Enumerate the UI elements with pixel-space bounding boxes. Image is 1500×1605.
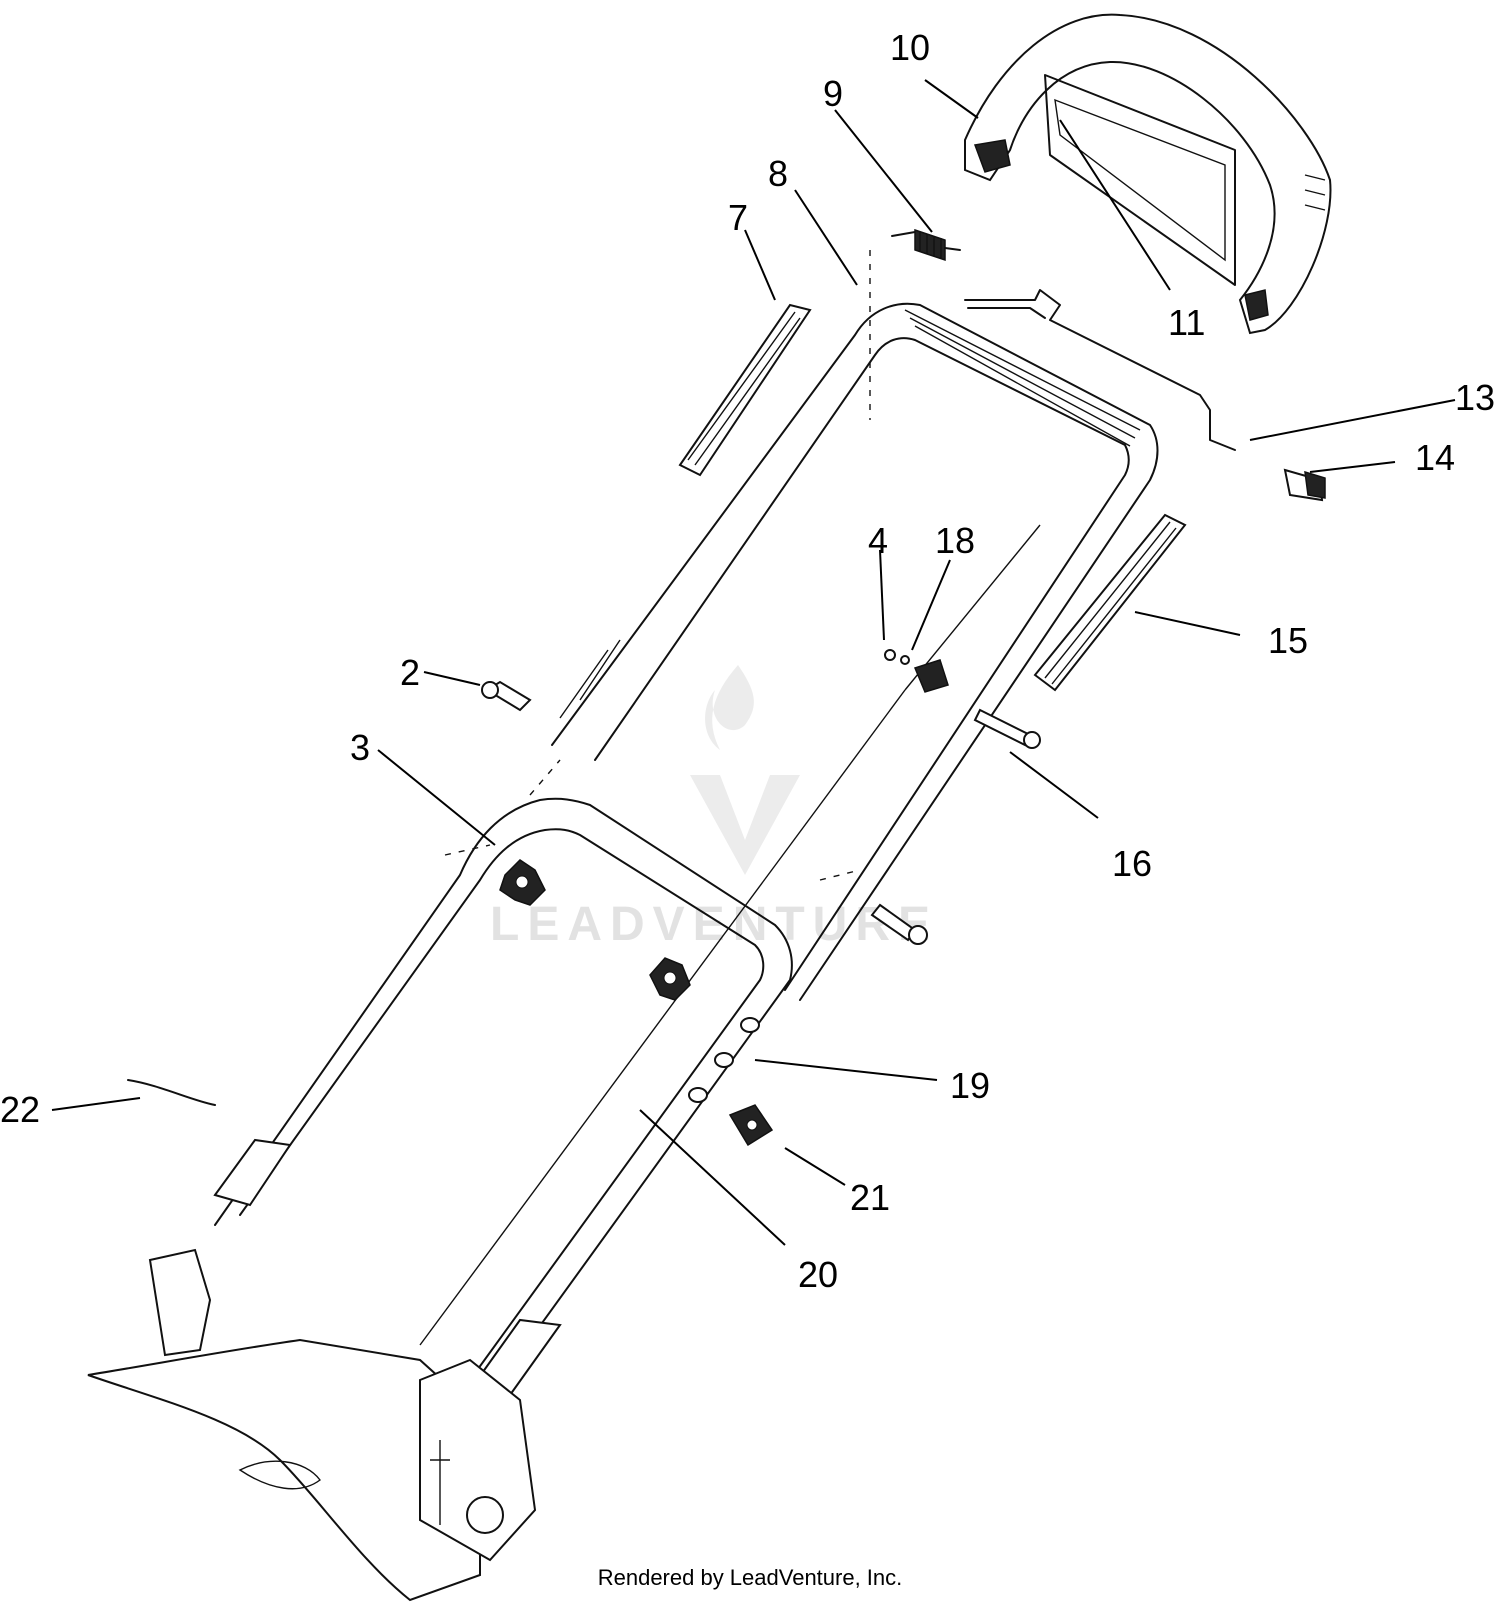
callout-2: 2 [400, 652, 420, 693]
callout-21: 21 [850, 1177, 890, 1218]
handle-knob-left [499, 859, 546, 906]
callout-16: 16 [1112, 843, 1152, 884]
mower-deck [87, 1248, 537, 1602]
callout-18: 18 [935, 520, 975, 561]
callout-labels: 2 3 4 7 8 9 10 11 13 14 15 16 18 19 20 2… [0, 27, 1495, 1295]
grip-sleeve-right [1033, 513, 1187, 692]
lower-handle [213, 797, 793, 1397]
nut-washer [884, 649, 910, 665]
render-credit: Rendered by LeadVenture, Inc. [597, 1565, 903, 1590]
callout-11: 11 [1168, 302, 1205, 343]
callout-10: 10 [890, 27, 930, 68]
leader-lines [51, 79, 1456, 1246]
bolt-right [973, 708, 1041, 749]
bail-rod [964, 289, 1236, 451]
handle-grip [964, 13, 1332, 335]
callout-8: 8 [768, 153, 788, 194]
washers [688, 1017, 760, 1103]
callout-14: 14 [1415, 437, 1455, 478]
spring [891, 228, 961, 262]
cable-guide [913, 659, 949, 693]
callout-4: 4 [868, 520, 888, 561]
grip-sleeve-left [678, 303, 812, 477]
control-cable [127, 524, 1041, 1346]
callout-7: 7 [728, 197, 748, 238]
callout-19: 19 [950, 1065, 990, 1106]
bail-end-cap [1283, 468, 1326, 502]
watermark-brand: LEADVENTURE [490, 898, 938, 951]
bolt-lower [870, 903, 928, 945]
handle-bracket [728, 1104, 774, 1147]
handle-knob-center [649, 957, 691, 1001]
callout-15: 15 [1268, 620, 1308, 661]
upper-handle [551, 302, 1159, 1001]
watermark: LEADVENTURE [490, 665, 938, 951]
watermark-flame-icon [705, 665, 754, 750]
callout-20: 20 [798, 1254, 838, 1295]
callout-3: 3 [350, 727, 370, 768]
callout-13: 13 [1455, 377, 1495, 418]
callout-9: 9 [823, 73, 843, 114]
callout-22: 22 [0, 1089, 40, 1130]
watermark-v-icon [690, 775, 800, 875]
alignment-lines [444, 250, 871, 881]
bolt-upper [481, 680, 532, 712]
